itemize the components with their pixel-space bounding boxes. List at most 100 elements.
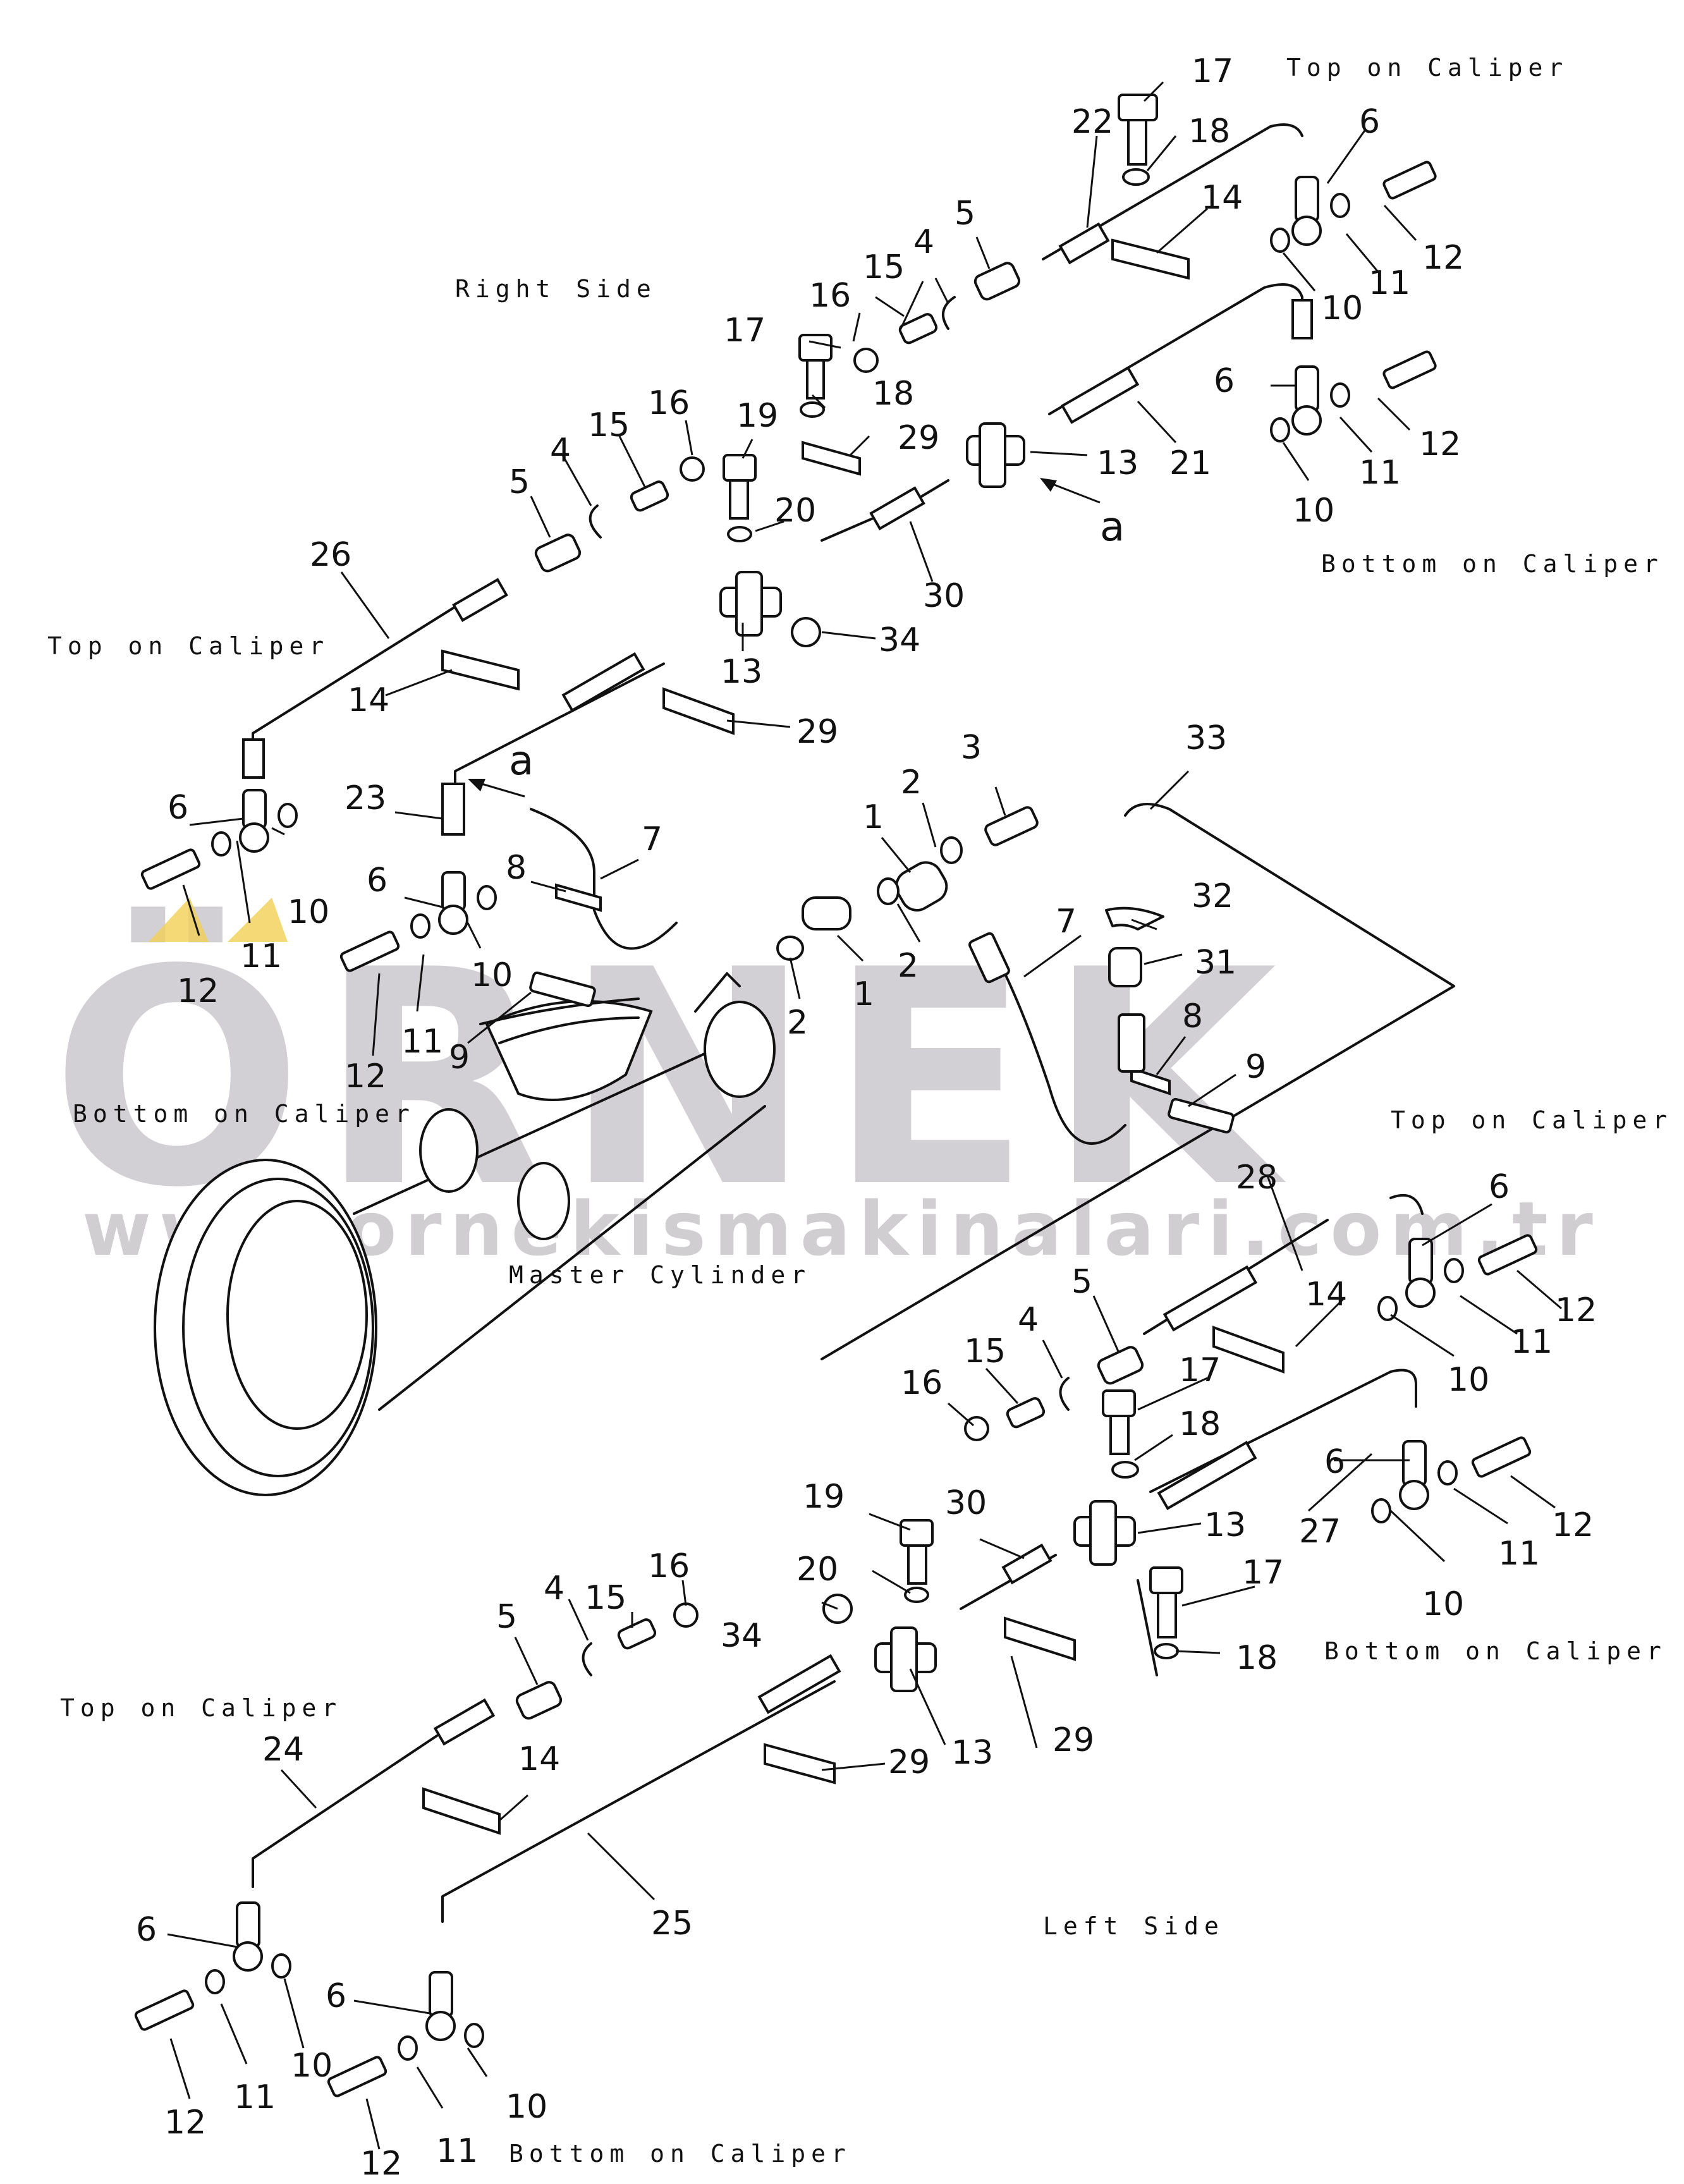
callout: 34 [721, 1617, 762, 1655]
callout: 9 [1245, 1048, 1266, 1086]
callout: 2 [901, 764, 922, 802]
callout: 22 [1071, 103, 1113, 141]
callout: 18 [1179, 1405, 1221, 1443]
callout: 16 [648, 1547, 690, 1585]
callout: 12 [1422, 239, 1464, 277]
view-arrow-a-upper: a [1100, 504, 1125, 551]
callout: 1 [853, 975, 874, 1013]
callout: 12 [360, 2145, 402, 2183]
callout: 29 [796, 713, 838, 751]
watermark-accent [149, 898, 288, 942]
callout: 10 [1422, 1585, 1464, 1623]
view-arrow-a-mid: a [509, 738, 534, 784]
callout: 11 [436, 2132, 478, 2170]
tee-fitting-upper [966, 422, 1025, 488]
section-labels: Top on Caliper Right Side Bottom on Cali… [47, 54, 1673, 2168]
callout: 13 [1097, 444, 1138, 482]
callout: 20 [774, 492, 816, 530]
label-bottom-on-caliper-left: Bottom on Caliper [73, 1100, 415, 1128]
callout: 11 [1498, 1535, 1540, 1573]
callout: 5 [509, 463, 530, 501]
brake-pipes [242, 123, 1455, 1923]
fittings [134, 94, 1538, 2097]
callout: 5 [1071, 1263, 1092, 1301]
callout: 12 [1419, 425, 1461, 463]
callout: 23 [345, 779, 386, 817]
callout: 10 [1293, 492, 1334, 530]
callout: 18 [872, 375, 914, 413]
callout: 34 [879, 621, 920, 659]
callout: 4 [1018, 1301, 1039, 1339]
callout: 12 [164, 2104, 206, 2142]
callout: 8 [1182, 997, 1203, 1035]
callout: 2 [787, 1004, 808, 1042]
label-top-on-caliper-right: Top on Caliper [1391, 1106, 1673, 1134]
callout: 3 [961, 729, 982, 767]
label-bottom-on-caliper-upper-right: Bottom on Caliper [1321, 550, 1664, 578]
callout: 6 [326, 1977, 346, 2015]
caliper-fittings [134, 161, 1538, 2097]
callout: 13 [721, 653, 762, 691]
callout: 11 [1369, 264, 1410, 302]
callout: 11 [1359, 454, 1401, 492]
tee-fitting-mid [719, 571, 782, 637]
callout: 20 [796, 1551, 838, 1589]
callout: 4 [544, 1570, 564, 1607]
callout: 14 [1305, 1276, 1347, 1314]
master-cylinder: Master Cylinder [154, 972, 811, 1496]
callout: 19 [803, 1478, 845, 1516]
callout: 6 [1489, 1168, 1510, 1206]
leader-lines [167, 81, 1562, 2150]
callout: 12 [345, 1058, 386, 1095]
callout: 15 [964, 1333, 1006, 1370]
callout: 15 [588, 406, 630, 444]
plug-34-upper [791, 617, 821, 647]
bolt-19-upper [723, 454, 757, 520]
callout: 15 [863, 248, 905, 286]
callout: 11 [401, 1023, 443, 1061]
label-left-side: Left Side [1043, 1912, 1224, 1940]
callout: 6 [1359, 103, 1380, 141]
master-cylinder-label: Master Cylinder [509, 1261, 811, 1289]
callout: 5 [955, 195, 975, 233]
callout: 24 [262, 1731, 304, 1769]
callout: 18 [1236, 1639, 1278, 1677]
callout: 29 [1052, 1721, 1094, 1759]
callout: 2 [898, 947, 918, 985]
callout: 28 [1236, 1159, 1278, 1197]
callout: 14 [1201, 179, 1243, 217]
clamps [422, 238, 1284, 1835]
callout: 16 [809, 277, 851, 315]
label-top-on-caliper-lower-left: Top on Caliper [60, 1694, 342, 1722]
callout: 19 [736, 397, 778, 435]
callout: 8 [506, 849, 527, 887]
callout: 5 [496, 1598, 517, 1636]
callout: 6 [1214, 362, 1235, 400]
callout: 26 [310, 536, 351, 574]
callout: 31 [1195, 944, 1236, 982]
bolt-17-top [1118, 94, 1158, 166]
bolt-17-lower [1102, 1389, 1136, 1455]
callout: 10 [288, 893, 329, 931]
callout: 33 [1185, 719, 1227, 757]
callout: 16 [901, 1364, 943, 1402]
callout: 14 [518, 1740, 560, 1778]
callout: 17 [1192, 52, 1233, 90]
callout: 7 [1056, 903, 1077, 941]
callout: 4 [913, 223, 934, 261]
callout: 11 [234, 2078, 276, 2116]
callout: 17 [1242, 1554, 1284, 1592]
callout: 10 [471, 956, 513, 994]
callout: 18 [1188, 113, 1230, 150]
label-top-on-caliper-upper-right: Top on Caliper [1286, 54, 1568, 82]
callout: 4 [550, 432, 571, 470]
callout: 1 [863, 798, 884, 836]
callout: 25 [651, 1905, 693, 1943]
callout: 10 [291, 2047, 333, 2085]
label-right-side: Right Side [455, 275, 657, 303]
callout: 29 [898, 419, 939, 457]
callout: 30 [945, 1484, 987, 1522]
callout: 30 [923, 577, 965, 615]
tee-fitting-lower-right [1073, 1500, 1136, 1566]
